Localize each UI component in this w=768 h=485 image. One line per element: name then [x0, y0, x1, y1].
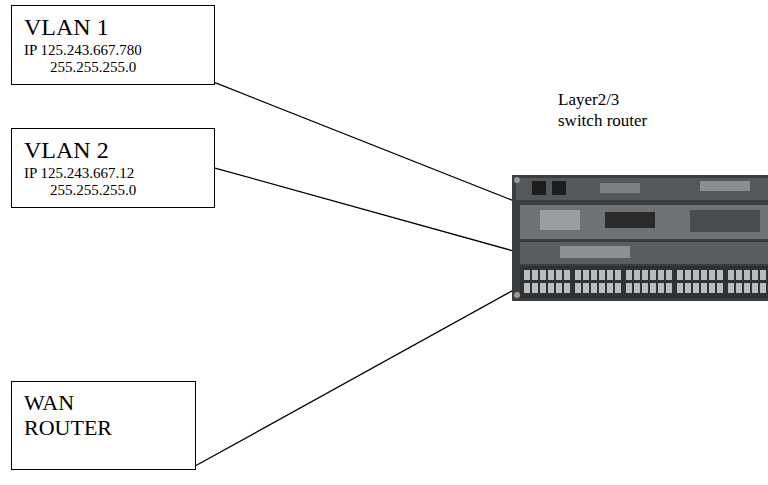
node-text: IP 125.243.667.12: [24, 165, 202, 182]
node-heading: VLAN 2: [24, 137, 202, 165]
node-text: 255.255.255.0: [24, 59, 202, 76]
node-text: IP 125.243.667.780: [24, 42, 202, 59]
connector-line: [196, 291, 512, 466]
vlan-box: VLAN 1IP 125.243.667.780255.255.255.0: [11, 5, 215, 85]
node-heading: WAN ROUTER: [24, 390, 134, 441]
vlan-box: VLAN 2IP 125.243.667.12255.255.255.0: [11, 128, 215, 208]
connector-line: [215, 83, 512, 201]
switch-router: Layer2/3 switch router: [512, 175, 768, 301]
router-box: WAN ROUTER: [11, 381, 196, 470]
node-text: 255.255.255.0: [24, 182, 202, 199]
node-heading: Layer2/3 switch router: [558, 89, 658, 132]
connector-line: [215, 168, 512, 251]
node-heading: VLAN 1: [24, 14, 202, 42]
